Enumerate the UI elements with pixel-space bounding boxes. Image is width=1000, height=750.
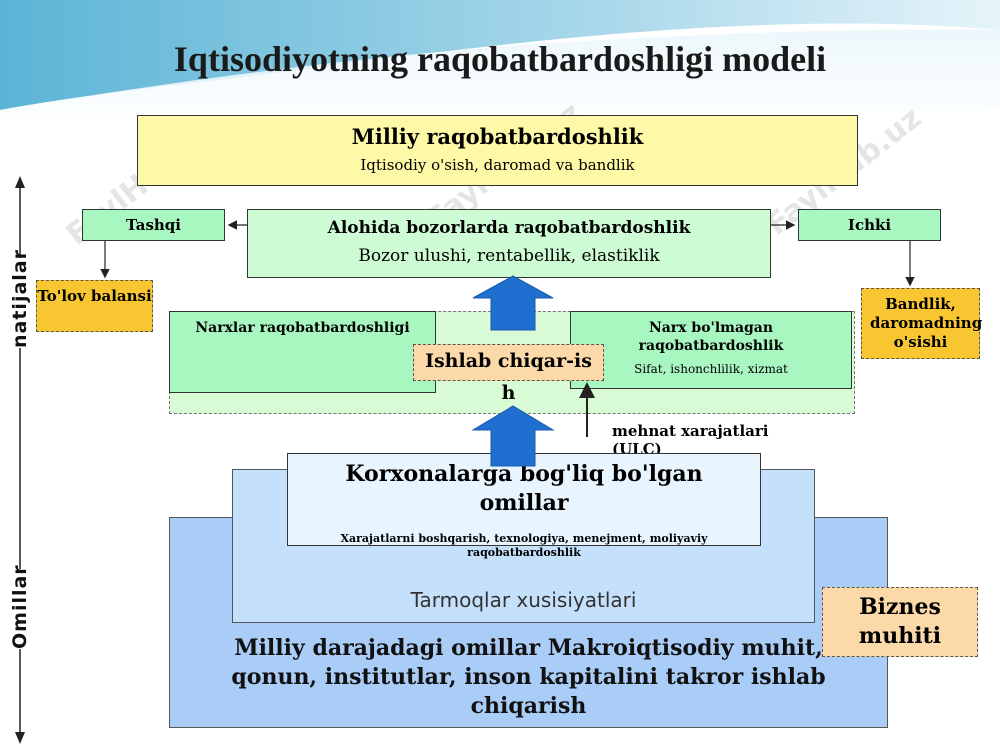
balance-of-payments-box: To'lov balansi: [36, 280, 153, 332]
nonprice-competitiveness-box: Narx bo'lmagan raqobatbardoshlik Sifat, …: [570, 311, 852, 389]
employment-growth-box: Bandlik, daromadning o'sishi: [861, 288, 982, 359]
results-label: natijalar: [7, 249, 33, 348]
business-environment-box: Biznes muhiti: [822, 587, 978, 657]
sector-label: Tarmoqlar xusisiyatlari: [410, 588, 637, 612]
national-competitiveness-box: Milliy raqobatbardoshlik Iqtisodiy o'sis…: [137, 115, 858, 186]
national-subtitle: Iqtisodiy o'sish, daromad va bandlik: [360, 156, 635, 174]
firm-title: Korxonalarga bog'liq bo'lgan omillar: [345, 461, 703, 516]
page-title: Iqtisodiyotning raqobatbardoshligi model…: [173, 39, 827, 79]
firm-factors-box: Korxonalarga bog'liq bo'lgan omillar Xar…: [287, 453, 761, 559]
macro-label: Milliy darajadagi omillar Makroiqtisodiy…: [231, 635, 826, 719]
price-title: Narxlar raqobatbardoshligi: [195, 320, 410, 336]
external-box: Tashqi: [82, 209, 225, 241]
production-box: Ishlab chiqar-ish: [413, 344, 604, 404]
production-label: Ishlab chiqar-ish: [425, 350, 592, 404]
nonprice-title: Narx bo'lmagan raqobatbardoshlik: [638, 320, 784, 354]
firm-subtitle: Xarajatlarni boshqarish, texnologiya, me…: [340, 532, 708, 559]
nonprice-subtitle: Sifat, ishonchlilik, xizmat: [634, 362, 788, 376]
price-competitiveness-box: Narxlar raqobatbardoshligi: [169, 311, 436, 393]
market-subtitle: Bozor ulushi, rentabellik, elastiklik: [358, 246, 660, 266]
internal-box: Ichki: [798, 209, 941, 241]
market-title: Alohida bozorlarda raqobatbardoshlik: [327, 218, 691, 238]
factors-label: Omillar: [7, 564, 33, 649]
market-competitiveness-box: Alohida bozorlarda raqobatbardoshlik Boz…: [247, 209, 771, 278]
national-title: Milliy raqobatbardoshlik: [351, 124, 644, 149]
